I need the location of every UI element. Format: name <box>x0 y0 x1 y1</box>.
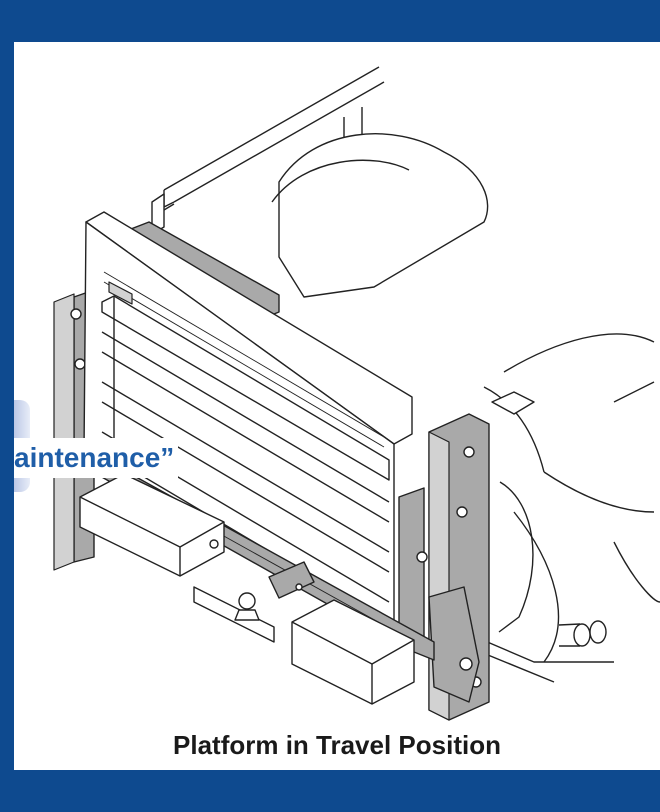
truck-lift-illustration: .ol { fill:none; stroke:#222; stroke-wid… <box>53 66 660 721</box>
top-band <box>0 0 660 42</box>
truck-bed <box>151 66 660 683</box>
bottom-band <box>0 770 660 812</box>
content-panel: .ol { fill:none; stroke:#222; stroke-wid… <box>14 42 660 770</box>
maintenance-heading-fragment: aintenance” <box>14 438 179 478</box>
storage-boxes <box>79 473 415 705</box>
figure-caption: Platform in Travel Position <box>173 730 501 760</box>
